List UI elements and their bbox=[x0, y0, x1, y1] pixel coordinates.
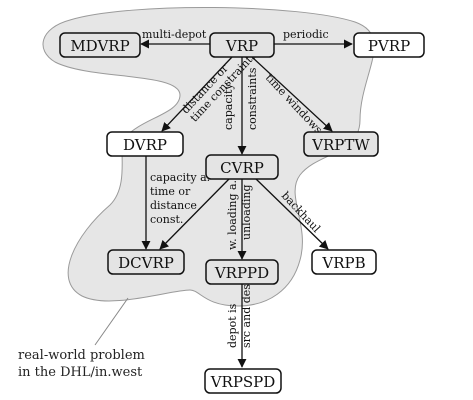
edge-label-multi-depot: multi-depot bbox=[142, 28, 207, 41]
caption: real-world problem in the DHL/in.west bbox=[18, 348, 145, 380]
node-label: VRPB bbox=[321, 254, 365, 272]
node-vrpspd: VRPSPD bbox=[204, 368, 282, 394]
node-vrptw: VRPTW bbox=[303, 131, 379, 157]
edge-label-capacity-time-distance: capacity a. time or distance const. bbox=[150, 171, 210, 226]
edge-label-line: time or bbox=[150, 185, 191, 198]
node-dvrp: DVRP bbox=[106, 131, 184, 157]
node-label: VRPPD bbox=[214, 264, 269, 282]
edge-label-capacity: capacity constraints bbox=[222, 67, 259, 130]
edges bbox=[140, 39, 353, 368]
caption-line: in the DHL/in.west bbox=[18, 365, 143, 380]
node-label: VRP bbox=[225, 37, 258, 55]
edge-label-line: const. bbox=[150, 213, 183, 226]
node-label: PVRP bbox=[368, 37, 410, 55]
nodes: VRP MDVRP PVRP DVRP CVRP VRPTW DCVRP VR bbox=[59, 32, 425, 394]
edge-label-line: capacity a. bbox=[150, 171, 210, 184]
node-vrp: VRP bbox=[209, 32, 275, 58]
node-cvrp: CVRP bbox=[205, 154, 279, 180]
caption-line: real-world problem bbox=[18, 348, 145, 363]
caption-pointer-line bbox=[94, 297, 129, 346]
edge-label-line: constraints bbox=[246, 67, 259, 130]
edge-cvrp-dcvrp bbox=[159, 177, 231, 250]
edge-label-depot: depot is src and dest bbox=[226, 279, 253, 348]
node-pvrp: PVRP bbox=[353, 32, 425, 58]
node-vrppd: VRPPD bbox=[205, 259, 279, 285]
edge-label-loading: w. loading a. unloading bbox=[226, 180, 253, 250]
edge-vrp-dvrp bbox=[161, 56, 233, 132]
edge-label-line: distance bbox=[150, 199, 197, 212]
edge-cvrp-vrpb bbox=[254, 177, 329, 250]
edge-label-line: w. loading a. bbox=[226, 180, 239, 250]
node-label: VRPSPD bbox=[210, 373, 276, 391]
node-label: VRPTW bbox=[311, 136, 370, 154]
node-vrpb: VRPB bbox=[311, 249, 377, 275]
edge-label-periodic: periodic bbox=[283, 28, 329, 41]
node-mdvrp: MDVRP bbox=[59, 32, 141, 58]
node-label: CVRP bbox=[220, 159, 264, 177]
edge-label-line: unloading bbox=[240, 184, 253, 240]
node-label: DVRP bbox=[123, 136, 167, 154]
edge-label-line: capacity bbox=[222, 83, 235, 130]
node-label: DCVRP bbox=[118, 254, 174, 272]
edge-label-line: depot is bbox=[226, 303, 239, 348]
node-dcvrp: DCVRP bbox=[107, 249, 185, 275]
edge-label-line: src and dest bbox=[240, 279, 253, 348]
node-label: MDVRP bbox=[70, 37, 129, 55]
edge-vrp-vrptw bbox=[251, 56, 333, 132]
